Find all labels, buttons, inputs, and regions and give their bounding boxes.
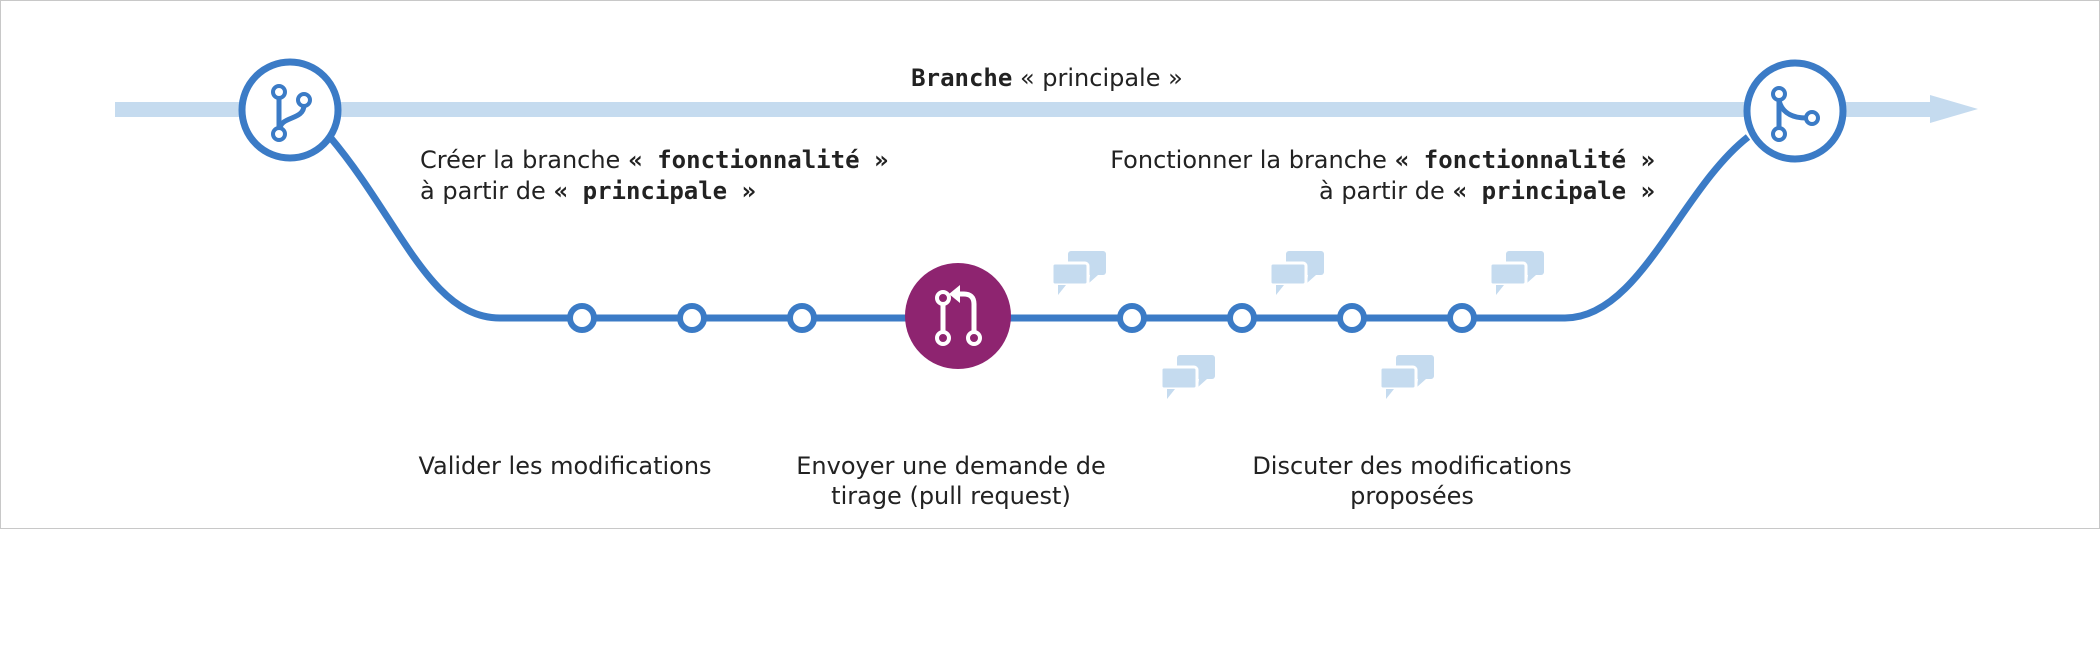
- comment-bubbles-icon: [1378, 353, 1436, 401]
- commit-node: [567, 303, 597, 333]
- create-branch-from-text: à partir de: [420, 177, 546, 205]
- commit-step-label: Valider les modifications: [418, 452, 711, 480]
- create-branch-label-line1: Créer la branche « fonctionnalité »: [420, 146, 888, 174]
- merge-branch-text: Fonctionner la branche: [1110, 146, 1387, 174]
- create-branch-label-line2: à partir de « principale »: [420, 177, 756, 205]
- merge-icon: [1743, 59, 1847, 163]
- branch-icon: [238, 58, 342, 162]
- create-branch-from-code: « principale »: [554, 177, 756, 205]
- merge-branch-label-line1: Fonctionner la branche « fonctionnalité »: [1110, 146, 1655, 174]
- commit-node: [787, 303, 817, 333]
- comment-bubbles-icon: [1050, 249, 1108, 297]
- commit-node: [1447, 303, 1477, 333]
- commit-node: [677, 303, 707, 333]
- pull-request-icon: [905, 263, 1011, 369]
- merge-branch-label-line2: à partir de « principale »: [1319, 177, 1655, 205]
- commit-node: [1337, 303, 1367, 333]
- merge-branch-from-text: à partir de: [1319, 177, 1445, 205]
- create-branch-code: « fonctionnalité »: [628, 146, 888, 174]
- pull-request-step-label-line1: Envoyer une demande de: [796, 452, 1105, 480]
- main-branch-arrow: [115, 95, 1978, 123]
- merge-branch-from-code: « principale »: [1453, 177, 1655, 205]
- discuss-step-label-line2: proposées: [1350, 482, 1474, 510]
- comment-bubbles-icon: [1268, 249, 1326, 297]
- commit-node: [1227, 303, 1257, 333]
- main-branch-label-rest: « principale »: [1012, 64, 1182, 92]
- pull-request-step-label-line2: tirage (pull request): [831, 482, 1071, 510]
- discuss-step-label-line1: Discuter des modifications: [1252, 452, 1571, 480]
- commit-node: [1117, 303, 1147, 333]
- comment-bubbles-icon: [1159, 353, 1217, 401]
- comment-bubbles-icon: [1488, 249, 1546, 297]
- main-branch-label-bold: Branche: [911, 64, 1012, 92]
- merge-branch-code: « fonctionnalité »: [1395, 146, 1655, 174]
- feature-branch-line: [327, 134, 1751, 322]
- create-branch-text: Créer la branche: [420, 146, 620, 174]
- main-branch-label: Branche « principale »: [911, 64, 1183, 92]
